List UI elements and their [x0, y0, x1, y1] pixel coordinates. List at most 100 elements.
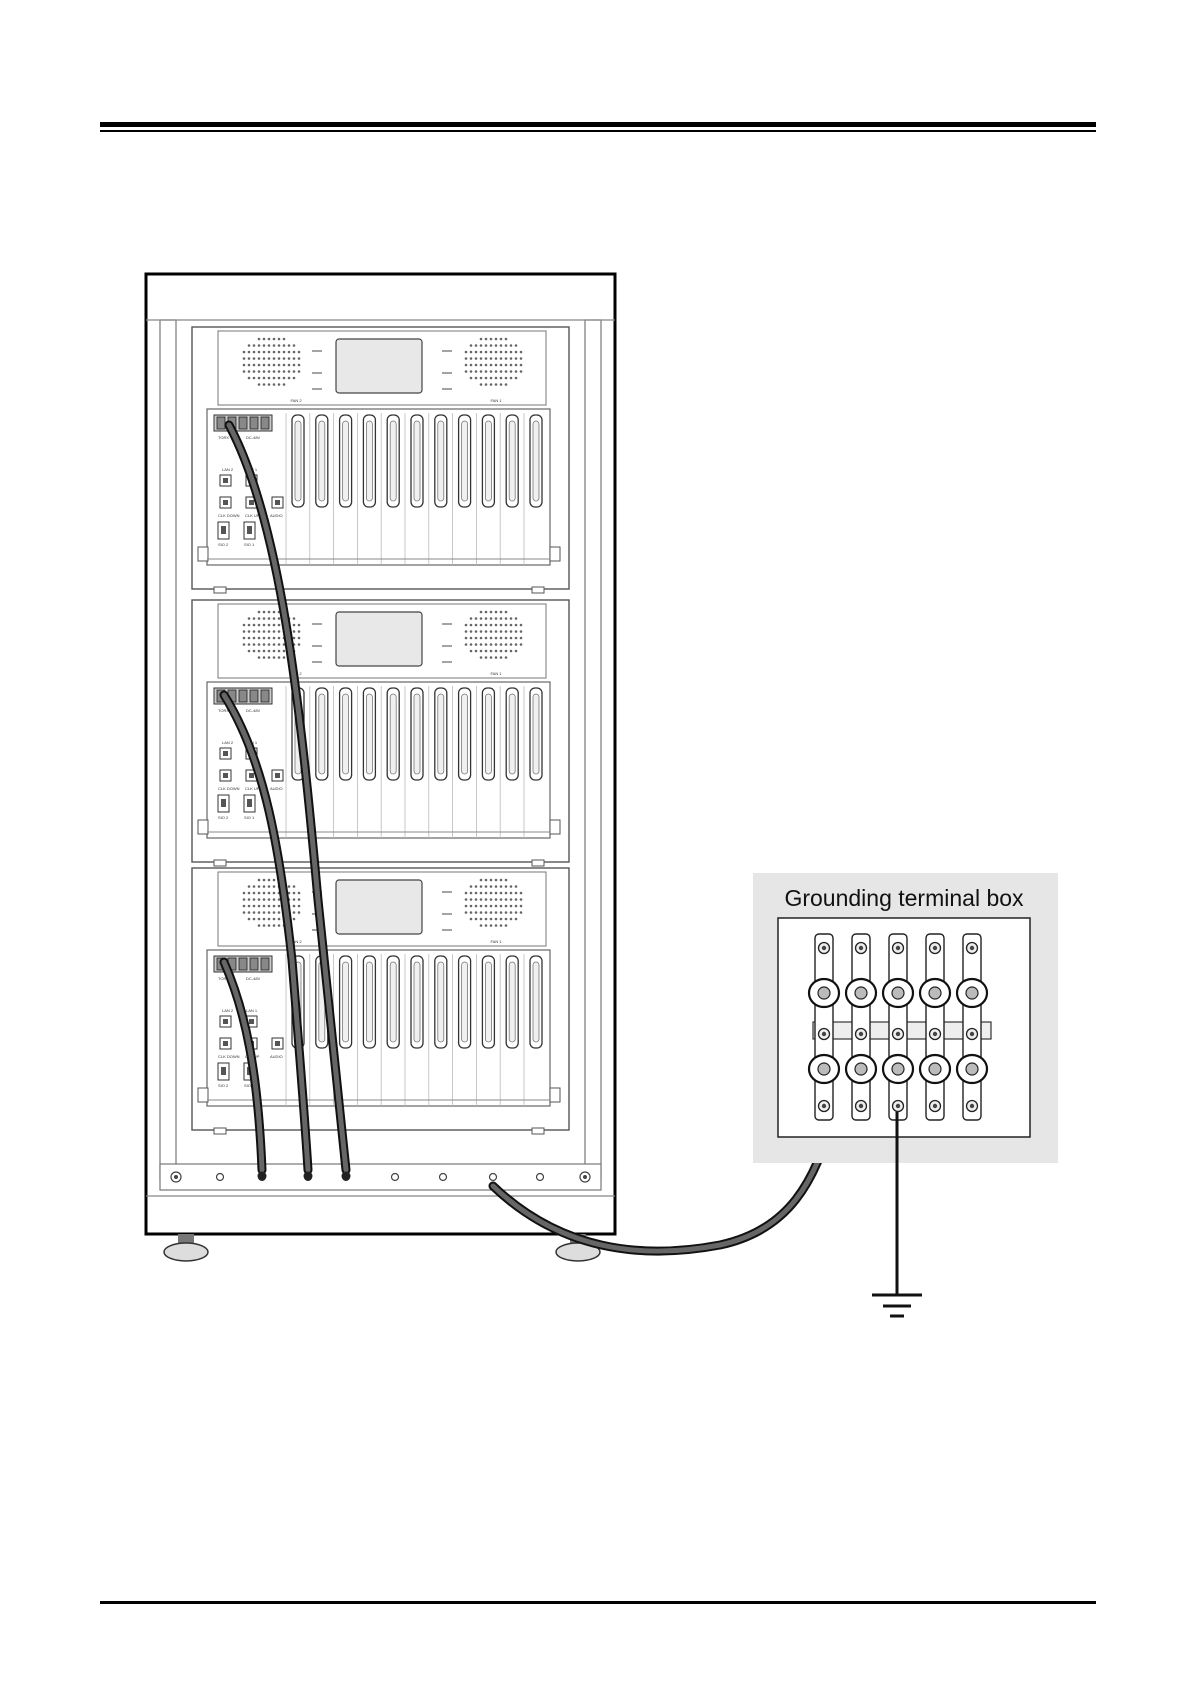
fan-hole — [258, 338, 261, 341]
shelf-latch-right — [550, 1088, 560, 1102]
fan-hole — [253, 370, 256, 373]
fan-hole — [243, 357, 246, 360]
fan-hole — [515, 377, 518, 380]
fan-hole — [520, 364, 523, 367]
terminal-strap — [926, 934, 944, 1120]
fan-hole — [495, 338, 498, 341]
fan-hole — [268, 364, 271, 367]
fan-hole — [505, 377, 508, 380]
fan-hole — [470, 624, 473, 627]
fan-hole — [500, 338, 503, 341]
trunk-connector-inner — [533, 421, 539, 501]
fan-hole — [470, 905, 473, 908]
power-terminal — [250, 417, 258, 429]
fan-hole — [475, 377, 478, 380]
fan-hole — [253, 885, 256, 888]
trunk-connector-inner — [438, 421, 444, 501]
fan-hole — [470, 351, 473, 354]
fan-hole — [268, 630, 271, 633]
shelf-latch-right — [550, 820, 560, 834]
fan-hole — [273, 364, 276, 367]
fan-hole — [520, 898, 523, 901]
fan-hole — [278, 370, 281, 373]
fan-hole — [475, 370, 478, 373]
fan-hole — [248, 364, 251, 367]
fan-hole — [268, 924, 271, 927]
fan-hole — [495, 617, 498, 620]
fan-hole — [475, 630, 478, 633]
fan-hole — [268, 617, 271, 620]
network-port-jack — [223, 773, 228, 778]
fan-hole — [515, 364, 518, 367]
fan-hole — [505, 918, 508, 921]
fan-hole — [485, 617, 488, 620]
fan-hole — [248, 637, 251, 640]
trunk-connector-inner — [295, 421, 301, 501]
power-terminal — [261, 417, 269, 429]
port-label-sio-1: SIO 1 — [244, 815, 255, 820]
shelf-latch-right — [550, 547, 560, 561]
fan-hole — [470, 898, 473, 901]
fan-hole — [475, 885, 478, 888]
fan-hole — [510, 892, 513, 895]
fan-hole — [278, 918, 281, 921]
fan-hole — [248, 898, 251, 901]
port-label-audio: AUDIO — [270, 513, 283, 518]
terminal-strap — [852, 934, 870, 1120]
fan-hole — [465, 370, 468, 373]
fan-hole — [258, 898, 261, 901]
fan-hole — [480, 377, 483, 380]
power-terminal — [261, 958, 269, 970]
fan-hole — [263, 879, 266, 882]
fan-hole — [490, 338, 493, 341]
display-window — [336, 612, 422, 666]
trunk-connector-inner — [366, 694, 372, 774]
fan-hole — [248, 885, 251, 888]
power-terminal — [239, 690, 247, 702]
fan-hole — [500, 377, 503, 380]
fan-hole — [510, 643, 513, 646]
port-label-clk-down: CLK DOWN — [218, 513, 240, 518]
fan-hole — [515, 624, 518, 627]
fan-hole — [480, 637, 483, 640]
fan-hole — [515, 650, 518, 653]
fan-hole — [263, 892, 266, 895]
fan-hole — [263, 370, 266, 373]
fan-hole — [485, 892, 488, 895]
fan-hole — [268, 377, 271, 380]
terminal-insulator-core — [818, 987, 830, 999]
fan-hole — [298, 898, 301, 901]
fan-hole — [485, 351, 488, 354]
fan-hole — [263, 656, 266, 659]
fan-hole — [510, 637, 513, 640]
fan-hole — [258, 924, 261, 927]
fan-hole — [268, 344, 271, 347]
fan-hole — [510, 351, 513, 354]
terminal-insulator-core — [892, 987, 904, 999]
fan-hole — [515, 637, 518, 640]
fan-hole — [520, 911, 523, 914]
fan-hole — [278, 338, 281, 341]
fan-label-right: FAN 1 — [490, 398, 502, 403]
fan-hole — [520, 905, 523, 908]
fan-hole — [248, 370, 251, 373]
fan-hole — [273, 637, 276, 640]
fan-hole — [248, 892, 251, 895]
shelf-latch-left — [198, 1088, 208, 1102]
terminal-screw-head — [896, 1032, 900, 1036]
fan-hole — [298, 643, 301, 646]
fan-hole — [273, 357, 276, 360]
fan-hole — [248, 643, 251, 646]
fan-hole — [253, 892, 256, 895]
fan-hole — [510, 370, 513, 373]
fan-hole — [500, 656, 503, 659]
fan-hole — [253, 624, 256, 627]
port-label-clk-up: CLK UP — [245, 513, 260, 518]
fan-hole — [495, 650, 498, 653]
fan-hole — [273, 377, 276, 380]
fan-hole — [500, 924, 503, 927]
fan-hole — [480, 344, 483, 347]
port-label-audio: AUDIO — [270, 786, 283, 791]
fan-hole — [263, 617, 266, 620]
terminal-strap — [889, 934, 907, 1120]
